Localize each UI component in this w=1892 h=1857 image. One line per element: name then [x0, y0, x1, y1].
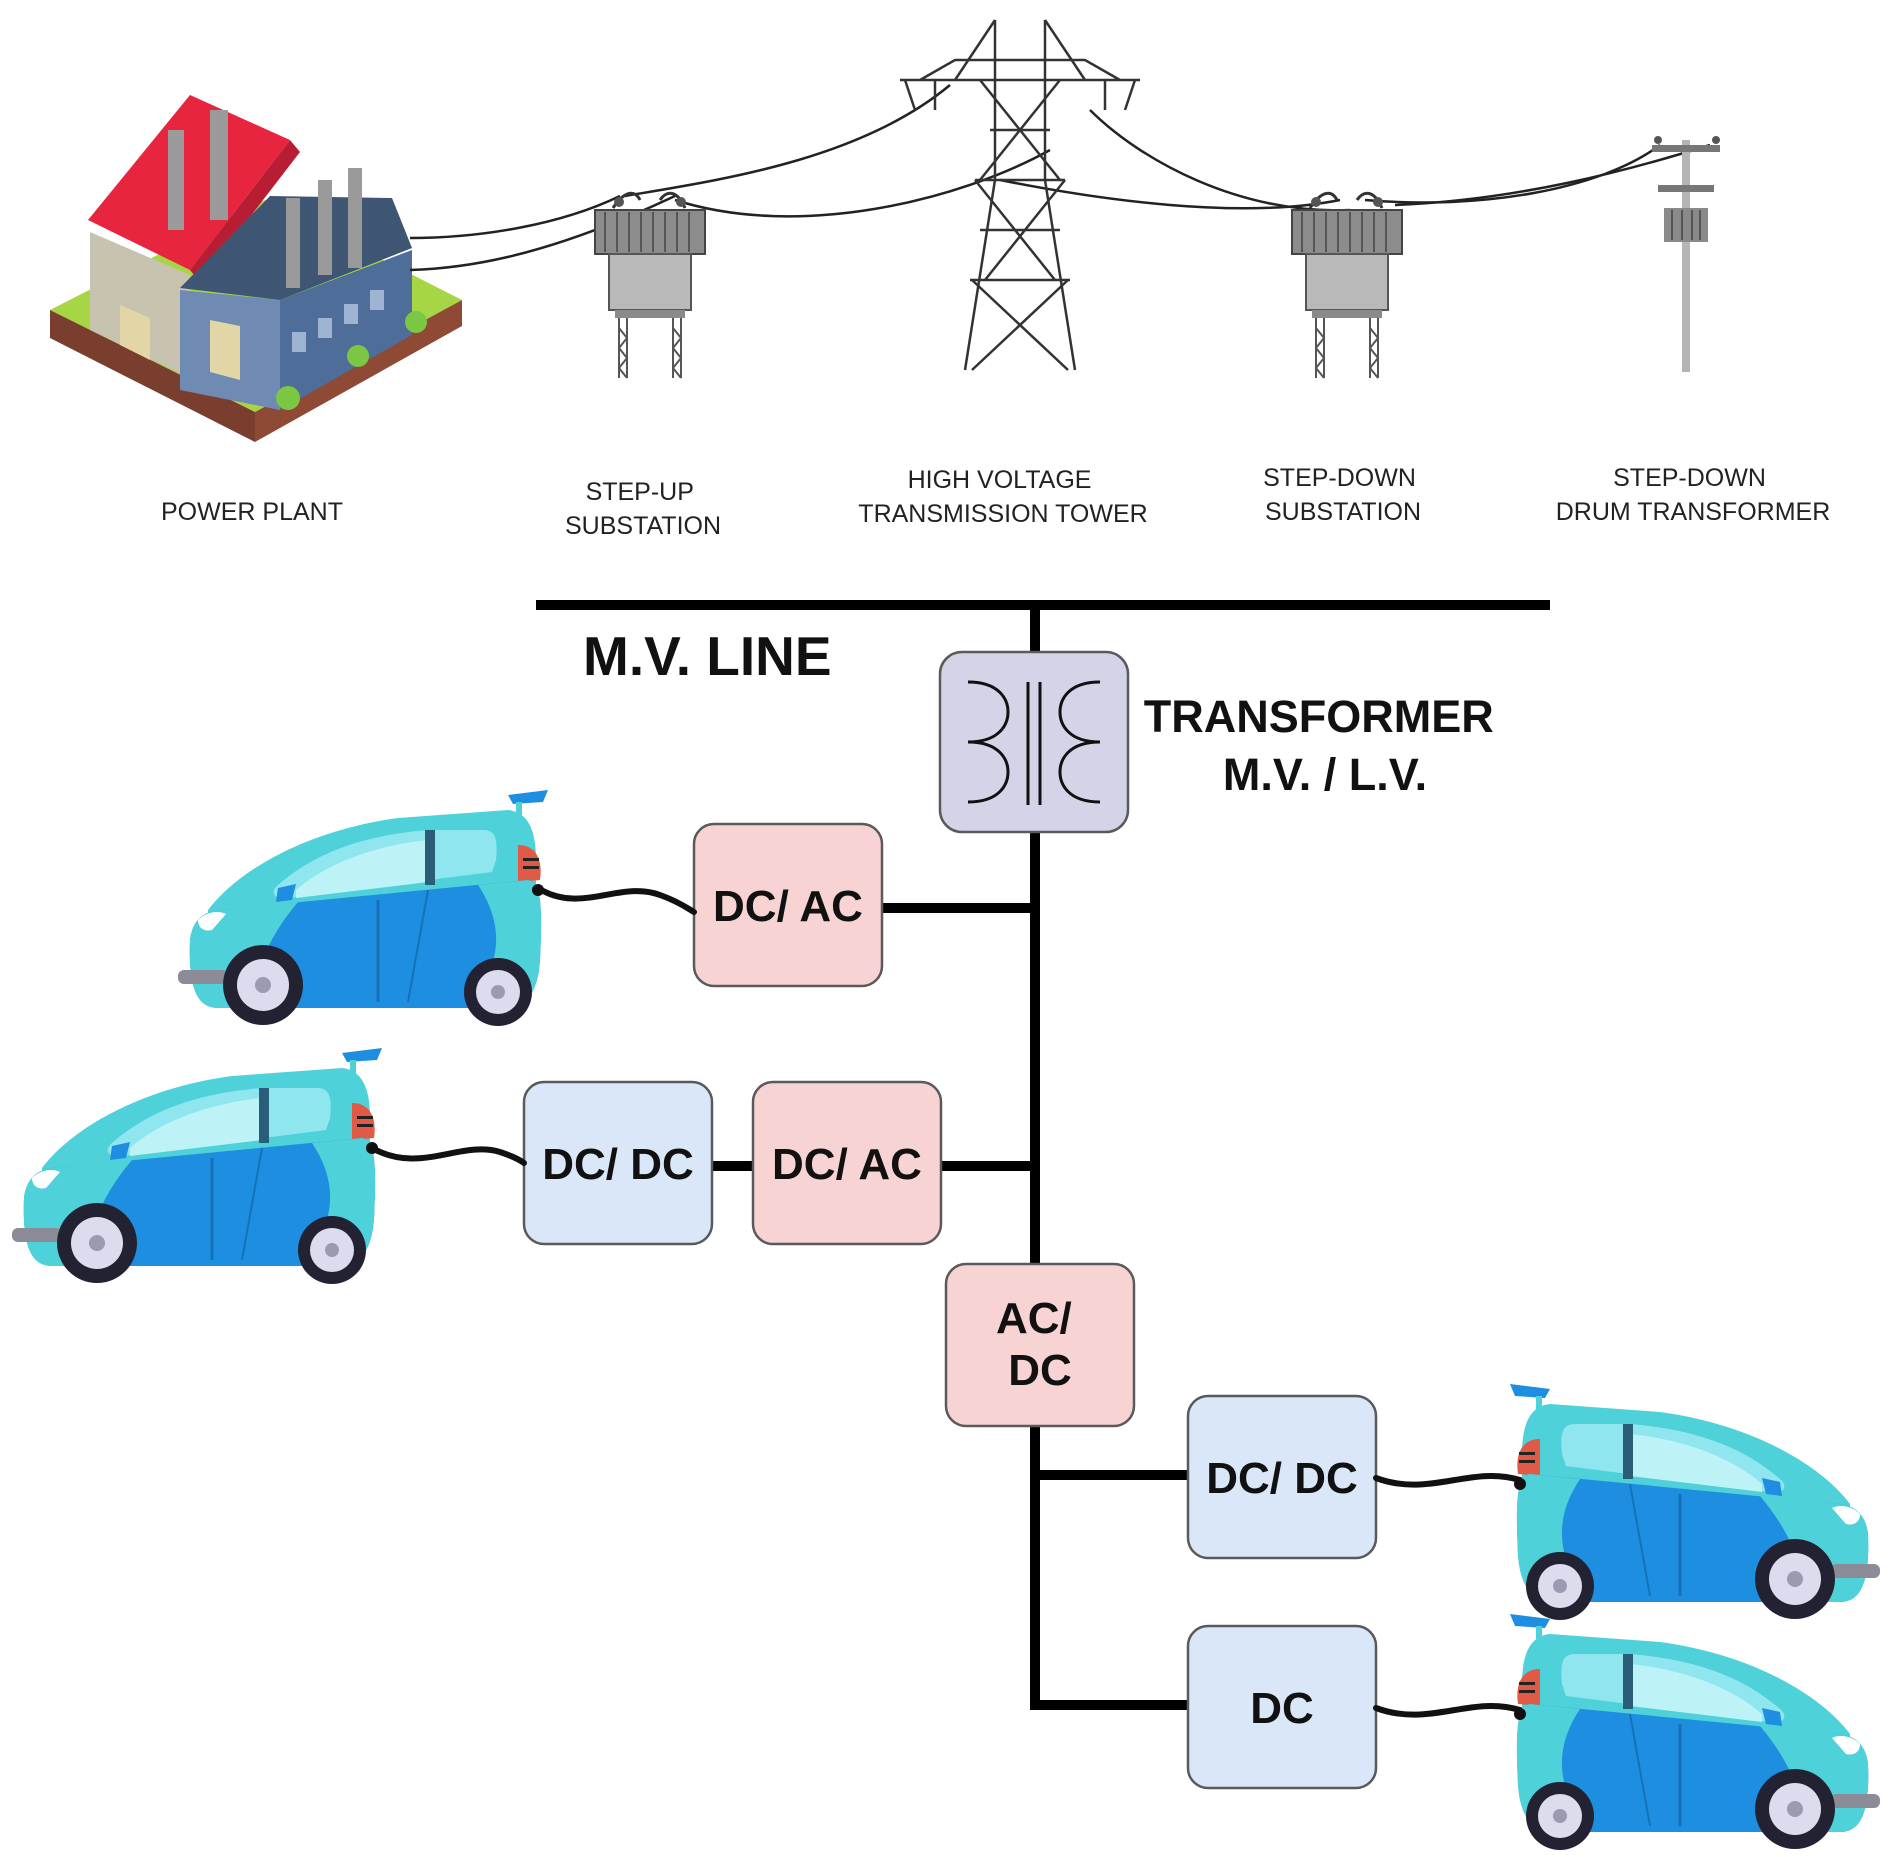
ev-car-mid-left	[10, 1046, 384, 1286]
transmission-tower-label: HIGH VOLTAGE TRANSMISSION TOWER	[858, 466, 1147, 528]
mv-line-label: M.V. LINE	[583, 625, 832, 687]
converter-dc-ac-top: DC/ AC	[692, 822, 884, 988]
drum-label-line1: STEP-DOWN	[1613, 464, 1766, 492]
power-plant-label-line: POWER PLANT	[161, 498, 343, 526]
converter-dc-dc-left-label: DC/ DC	[542, 1140, 694, 1189]
converter-dc-dc-left: DC/ DC	[522, 1080, 714, 1246]
transformer-box	[938, 650, 1130, 834]
ev-car-top-left	[176, 788, 550, 1028]
transformer-coil-icon	[967, 680, 1101, 805]
power-plant-illustration	[50, 95, 462, 442]
charging-cables	[369, 885, 1533, 1721]
step-down-label-line2: SUBSTATION	[1265, 498, 1421, 526]
mv-lv-transformer	[938, 650, 1130, 834]
drum-label-line2: DRUM TRANSFORMER	[1556, 498, 1831, 526]
ev-car-right-upper	[1508, 1382, 1882, 1622]
converter-ac-dc: AC/ DC	[944, 1262, 1136, 1428]
step-down-substation-illustration	[1290, 191, 1404, 380]
converter-ac-dc-label-line1: AC/	[996, 1294, 1072, 1343]
converter-ac-dc-label-line2: DC	[1008, 1346, 1072, 1395]
tower-label-line2: TRANSMISSION TOWER	[858, 500, 1147, 528]
converter-dc-ac-mid: DC/ AC	[751, 1080, 943, 1246]
transmission-tower-illustration	[900, 19, 1140, 371]
converter-ac-dc-label: AC/ DC	[996, 1294, 1084, 1395]
transmission-wires	[409, 84, 1711, 272]
converter-dc: DC	[1186, 1624, 1378, 1790]
step-up-label-line1: STEP-UP	[586, 478, 694, 506]
converter-dc-label: DC	[1250, 1684, 1314, 1733]
transformer-label-line2: M.V. / L.V.	[1223, 749, 1427, 800]
step-up-substation-illustration	[593, 191, 707, 380]
step-up-substation-label: STEP-UP SUBSTATION	[565, 478, 721, 540]
step-down-label-line1: STEP-DOWN	[1263, 464, 1416, 492]
step-up-label-line2: SUBSTATION	[565, 512, 721, 540]
power-plant-label: POWER PLANT	[161, 498, 343, 526]
ev-car-right-lower	[1508, 1612, 1882, 1852]
drum-transformer-label: STEP-DOWN DRUM TRANSFORMER	[1556, 464, 1831, 526]
drum-transformer-illustration	[1652, 136, 1720, 372]
converter-dc-ac-top-label: DC/ AC	[713, 882, 863, 931]
step-down-substation-label: STEP-DOWN SUBSTATION	[1263, 464, 1423, 526]
tower-label-line1: HIGH VOLTAGE	[908, 466, 1092, 494]
converter-dc-dc-right: DC/ DC	[1186, 1394, 1378, 1560]
transformer-label-line1: TRANSFORMER	[1144, 691, 1494, 742]
converter-dc-ac-mid-label: DC/ AC	[772, 1140, 922, 1189]
transformer-label: TRANSFORMER M.V. / L.V.	[1144, 691, 1507, 800]
converter-dc-dc-right-label: DC/ DC	[1206, 1454, 1358, 1503]
